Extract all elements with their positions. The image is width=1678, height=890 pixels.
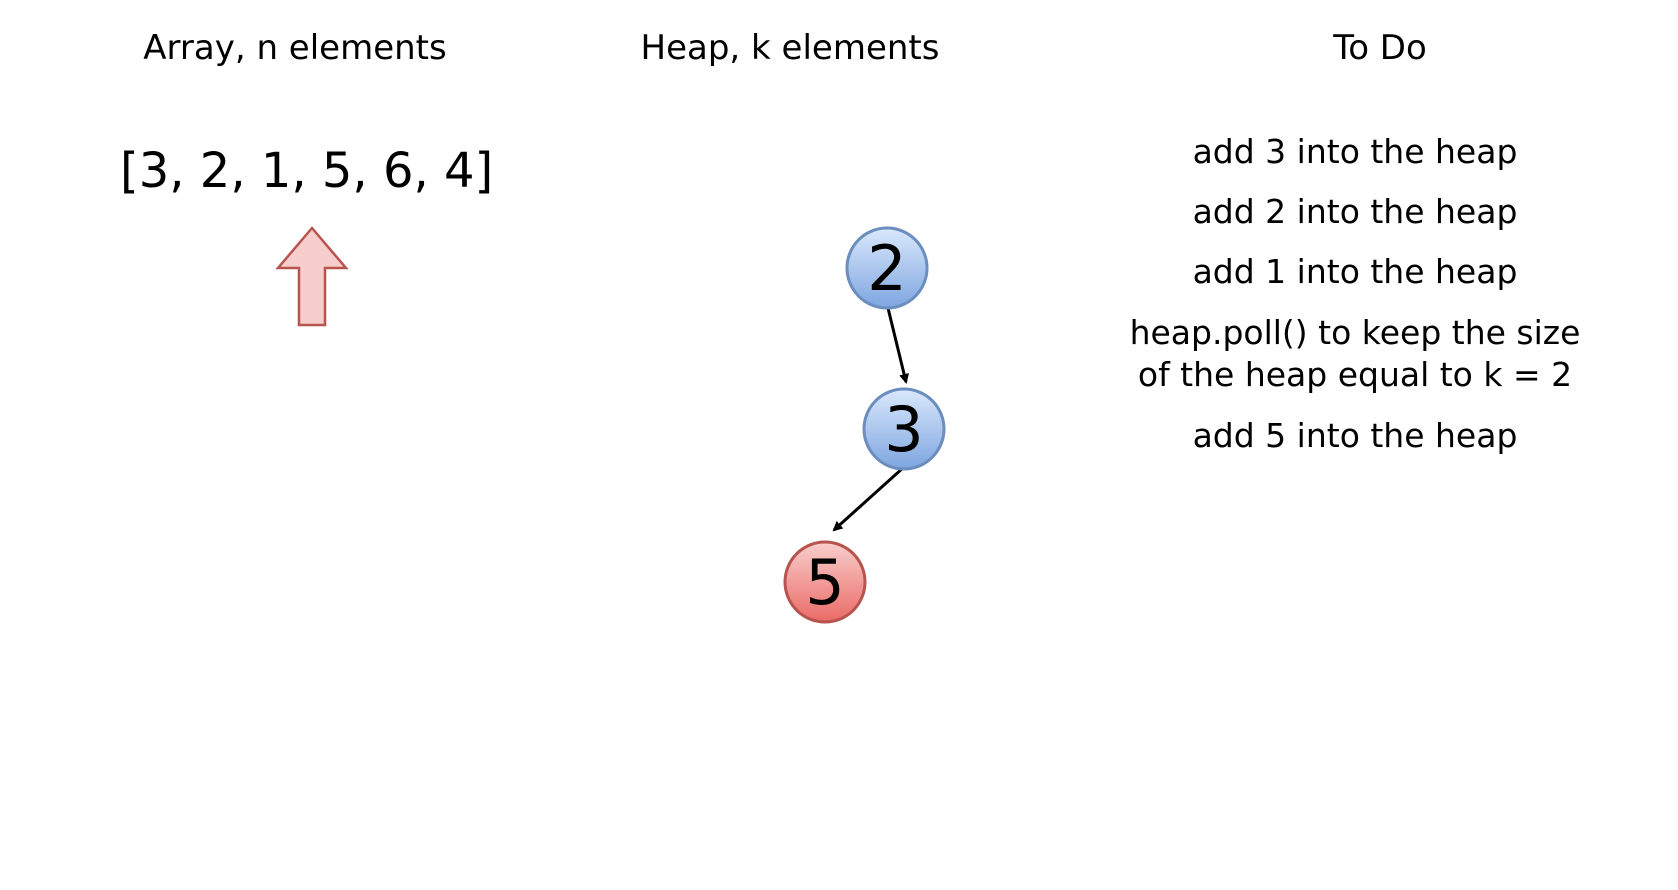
heap-heading: Heap, k elements [640, 28, 940, 68]
heap-edge-2-3 [886, 307, 909, 384]
heap-edge-3-5 [832, 465, 906, 532]
array-heading: Array, n elements [143, 28, 447, 68]
todo-item: heap.poll() to keep the size of the heap… [1100, 312, 1610, 396]
todo-line: add 3 into the heap [1192, 132, 1518, 171]
todo-item: add 3 into the heap [1100, 131, 1610, 173]
array-values: [3, 2, 1, 5, 6, 4] [120, 143, 494, 199]
todo-line: of the heap equal to k = 2 [1137, 355, 1573, 394]
arrow-up-icon [275, 226, 349, 327]
todo-item: add 2 into the heap [1100, 191, 1610, 233]
todo-line: add 2 into the heap [1192, 192, 1518, 231]
todo-item: add 1 into the heap [1100, 251, 1610, 293]
heap-node-3: 3 [862, 387, 946, 471]
todo-line: add 1 into the heap [1192, 252, 1518, 291]
todo-line: heap.poll() to keep the size [1129, 313, 1581, 352]
heap-node-5-new: 5 [783, 540, 867, 624]
heap-node-2: 2 [845, 226, 929, 310]
heap-node-label: 3 [884, 393, 923, 466]
heap-node-label: 5 [805, 546, 844, 619]
todo-heading: To Do [1333, 28, 1427, 68]
todo-item: add 5 into the heap [1100, 415, 1610, 457]
todo-line: add 5 into the heap [1192, 416, 1518, 455]
heap-node-label: 2 [867, 232, 906, 305]
